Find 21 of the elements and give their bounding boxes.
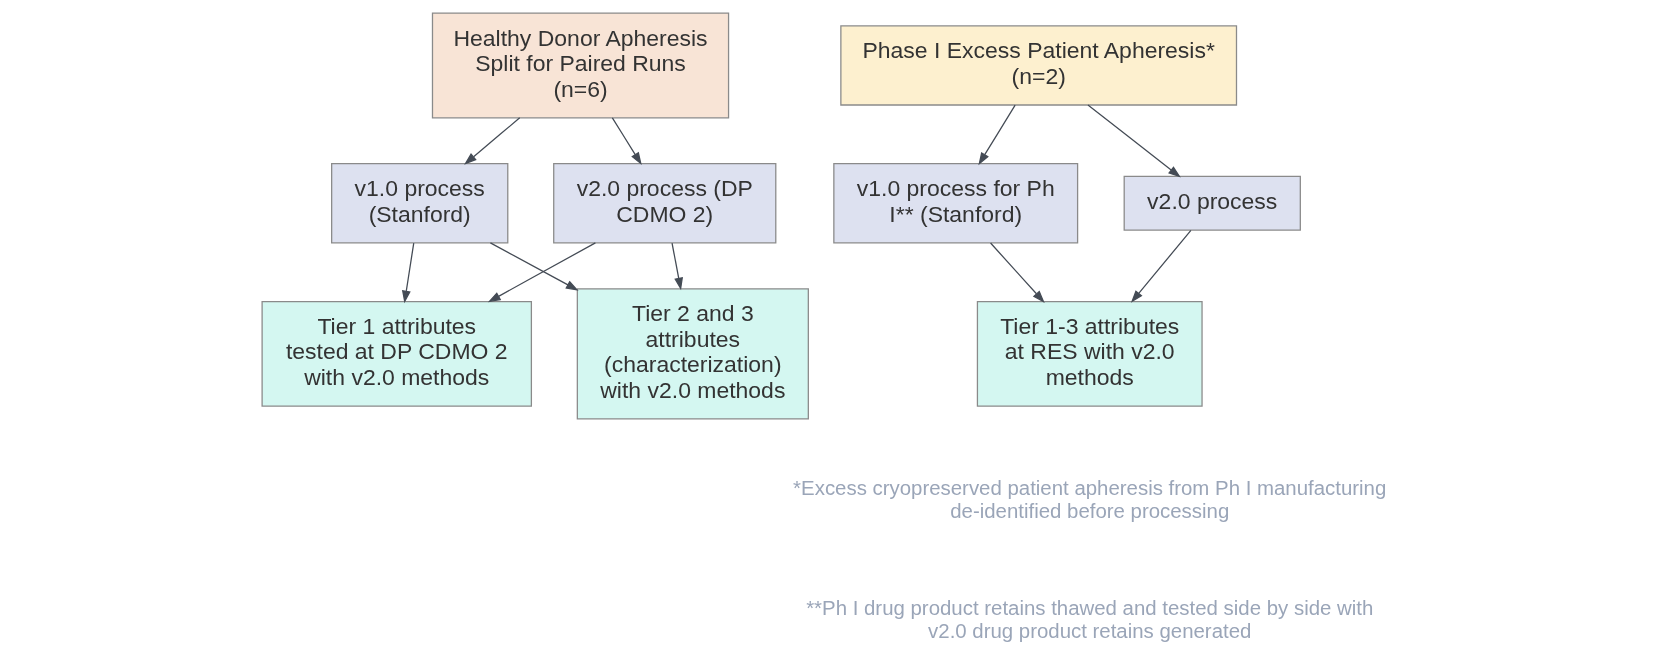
arrow [977, 104, 1016, 166]
node-box: Tier 2 and 3 attributes (characterization) with v2.0 methods [576, 288, 809, 420]
arrow [611, 117, 642, 166]
node-box: v1.0 process for Ph I** (Stanford) [832, 163, 1078, 244]
label: **Ph I drug product retains thawed and tested side by side with v2.0 drug product retains generated [805, 597, 1373, 643]
arrow [489, 242, 579, 291]
node-box: Tier 1 attributes tested at DP CDMO 2 with v2.0 methods [260, 300, 532, 407]
node-box: Tier 1-3 attributes at RES with v2.0 methods [976, 300, 1203, 407]
arrow [1086, 104, 1181, 178]
node-box: Phase I Excess Patient Apheresis* (n=2) [839, 25, 1237, 106]
arrow [401, 242, 414, 304]
arrow [463, 117, 520, 165]
arrow [1130, 229, 1192, 303]
node-box: v2.0 process (DP CDMO 2) [552, 163, 776, 244]
node-box: Healthy Donor Apheresis Split for Paired Runs (n=6) [431, 12, 729, 119]
node-box: v1.0 process (Stanford) [330, 163, 508, 244]
arrow [670, 242, 683, 291]
arrow [989, 242, 1045, 303]
node-box: v2.0 process [1123, 175, 1301, 231]
arrow [487, 242, 596, 303]
label: *Excess cryopreserved patient apheresis from Ph I manufacturing de-identified before processing [792, 477, 1386, 523]
